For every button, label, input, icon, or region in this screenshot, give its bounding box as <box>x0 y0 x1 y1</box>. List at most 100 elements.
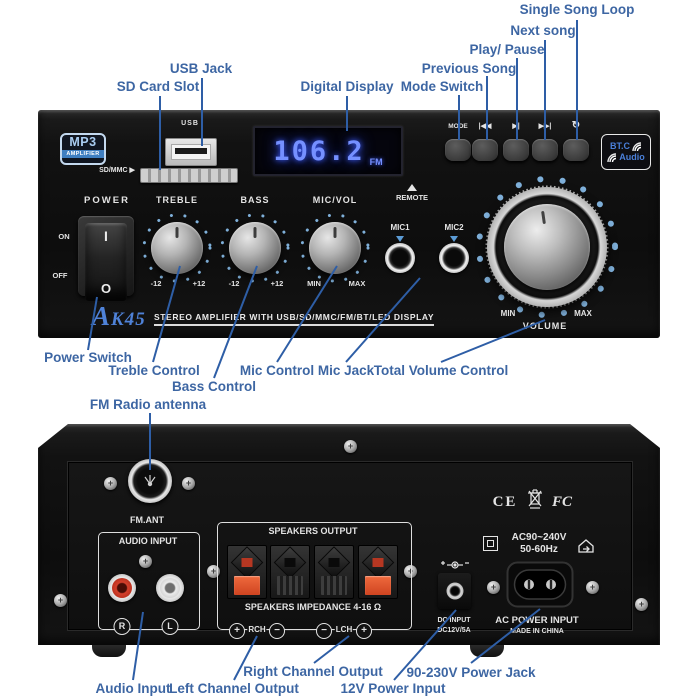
terminal-tab <box>234 576 260 595</box>
treble-knob-notch <box>175 227 179 238</box>
label-previous-song: Previous Song <box>421 61 517 76</box>
brand-model: AK45 <box>92 303 146 333</box>
usb-slot <box>175 148 207 154</box>
terminal-hole <box>372 558 384 567</box>
mic2-label: MIC2 <box>444 223 464 232</box>
treble-label: TREBLE <box>156 195 198 205</box>
label-digital-display: Digital Display <box>300 79 394 94</box>
play-pause-icon: ▶| <box>512 123 520 130</box>
fm-antenna-connector <box>128 459 172 503</box>
label-mic-control: Mic Control <box>239 363 315 378</box>
audio-input-title: AUDIO INPUT <box>118 536 178 546</box>
label-next-song: Next song <box>510 23 576 38</box>
rubber-foot <box>470 645 504 657</box>
power-switch: I O <box>78 216 134 301</box>
double-insulation-icon <box>483 536 498 551</box>
power-on-symbol: I <box>104 228 108 244</box>
bass-max: +12 <box>270 279 284 288</box>
speaker-terminal-lch-plus <box>358 545 398 599</box>
bt-signal-icon <box>632 141 642 151</box>
frequency-readout: 106.2 <box>273 135 365 167</box>
front-panel: MP3 AMPLIFIER USB SD/MMC ▶ 106.2 FM REMO… <box>38 110 660 338</box>
ac-power-input-label: AC POWER INPUT <box>495 615 579 626</box>
ce-mark: CE <box>492 494 518 510</box>
label-power-switch: Power Switch <box>44 350 132 365</box>
terminal-hole <box>241 558 253 567</box>
power-title: POWER <box>84 195 130 206</box>
terminal-tab <box>321 576 347 595</box>
next-icon: ▶▶| <box>538 123 552 130</box>
rca-jack-right <box>108 574 136 602</box>
next-song-button <box>532 139 558 161</box>
single-song-loop-button <box>563 139 589 161</box>
mic-volume-knob-notch <box>333 227 337 238</box>
mic1-label: MIC1 <box>390 223 410 232</box>
bass-label: BASS <box>240 195 270 205</box>
label-sd-card-slot: SD Card Slot <box>116 79 200 94</box>
fcc-mark: FC <box>551 494 573 510</box>
mic2-jack <box>439 243 469 273</box>
mode-button <box>445 139 471 161</box>
dc-input-line1: DC INPUT <box>437 617 471 624</box>
treble-min: -12 <box>150 279 162 288</box>
screw-icon: + <box>586 581 599 594</box>
label-treble-control: Treble Control <box>108 363 200 378</box>
label-usb-jack: USB Jack <box>169 61 233 76</box>
rubber-foot <box>92 645 126 657</box>
mode-button-label: MODE <box>448 123 468 130</box>
screw-icon: + <box>54 594 67 607</box>
terminal-tab <box>277 576 303 595</box>
sd-card-slot <box>140 168 238 183</box>
prev-icon: |◀◀ <box>478 123 492 130</box>
lch-minus-sign: − <box>316 623 332 639</box>
power-rocker: I O <box>85 223 127 301</box>
brand-model-first: A <box>92 301 112 331</box>
audio-text: Audio <box>619 152 645 162</box>
speakers-output-title: SPEAKERS OUTPUT <box>268 526 358 536</box>
mic1-jack <box>385 243 415 273</box>
fm-unit: FM <box>369 157 383 167</box>
label-single-song-loop: Single Song Loop <box>519 2 635 17</box>
label-fm-radio-antenna: FM Radio antenna <box>89 397 207 412</box>
rch-minus-sign: − <box>269 623 285 639</box>
amplifier-badge-text: AMPLIFIER <box>62 150 104 158</box>
treble-max: +12 <box>192 279 206 288</box>
play-pause-button <box>503 139 529 161</box>
rch-label: RCH <box>247 625 267 634</box>
remote-label: REMOTE <box>395 193 429 202</box>
loop-icon: ↻ <box>571 120 581 131</box>
volume-knob-notch <box>540 210 546 225</box>
rca-right-label: R <box>113 618 131 635</box>
indoor-use-icon <box>578 539 594 553</box>
speaker-terminal-rch-plus <box>227 545 267 599</box>
fm-ant-label: FM.ANT <box>130 515 164 525</box>
rca-left-label: L <box>161 618 179 635</box>
bass-knob-notch <box>253 227 257 238</box>
screw-icon: + <box>344 440 357 453</box>
rca-jack-left <box>156 574 184 602</box>
label-play-pause: Play/ Pause <box>469 42 545 57</box>
rca-left-core <box>160 578 180 598</box>
bass-min: -12 <box>228 279 240 288</box>
dc-power-jack <box>438 573 471 609</box>
power-off-symbol: O <box>100 281 112 296</box>
impedance-label: SPEAKERS IMPEDANCE 4-16 Ω <box>244 602 382 612</box>
screw-icon: + <box>635 598 648 611</box>
screw-icon: + <box>182 477 195 490</box>
label-12v-power-input: 12V Power Input <box>340 681 446 696</box>
volume-max: MAX <box>574 309 592 318</box>
mp3-amplifier-badge: MP3 AMPLIFIER <box>60 133 106 165</box>
usb-port-label: USB <box>181 120 199 127</box>
terminal-hole <box>328 558 340 567</box>
label-bass-control: Bass Control <box>171 379 257 394</box>
screw-icon: + <box>487 581 500 594</box>
speaker-terminal-lch-minus <box>314 545 354 599</box>
digital-display: 106.2 FM <box>253 126 403 176</box>
label-power-jack: 90-230V Power Jack <box>406 665 536 680</box>
ac-rating-line1: AC90~240V <box>511 532 567 543</box>
screw-icon: + <box>404 565 417 578</box>
terminal-hole <box>284 558 296 567</box>
antenna-icon <box>144 475 156 487</box>
micvol-max: MAX <box>348 279 366 288</box>
